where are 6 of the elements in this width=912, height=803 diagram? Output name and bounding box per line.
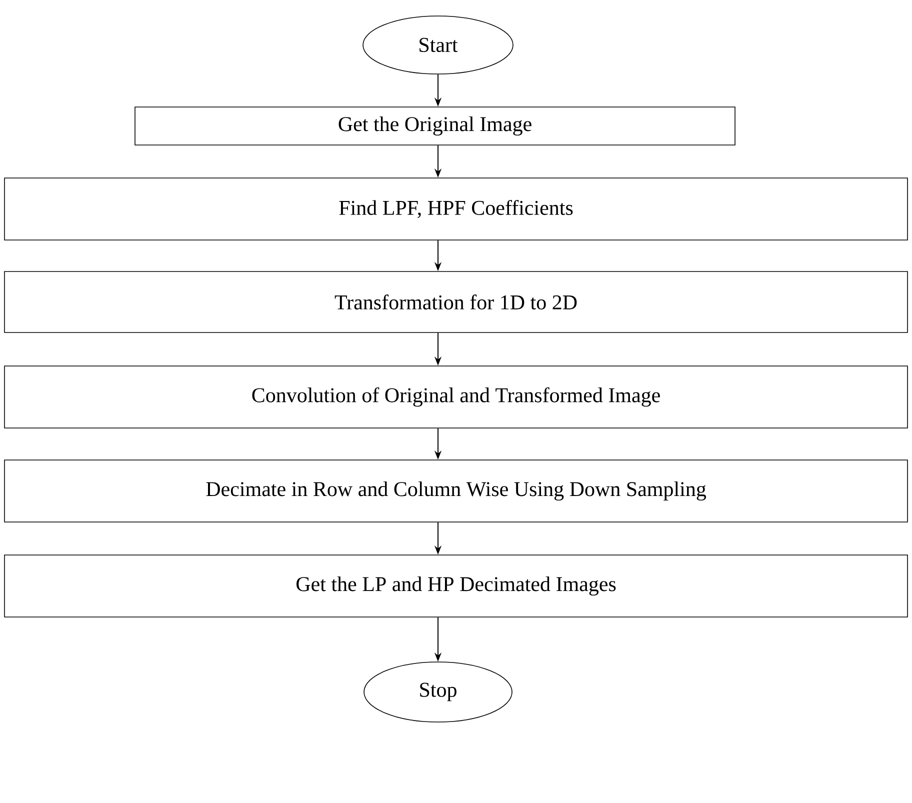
process-box: Convolution of Original and Transformed Image	[4, 366, 908, 428]
process-box: Get the LP and HP Decimated Images	[4, 554, 908, 618]
process-box: Transformation for 1D to 2D	[4, 271, 908, 333]
process-box: Get the Original Image	[134, 106, 736, 146]
process-box: Find LPF, HPF Coefficients	[4, 178, 908, 240]
process-box: Decimate in Row and Column Wise Using Down Sampling	[4, 460, 908, 522]
